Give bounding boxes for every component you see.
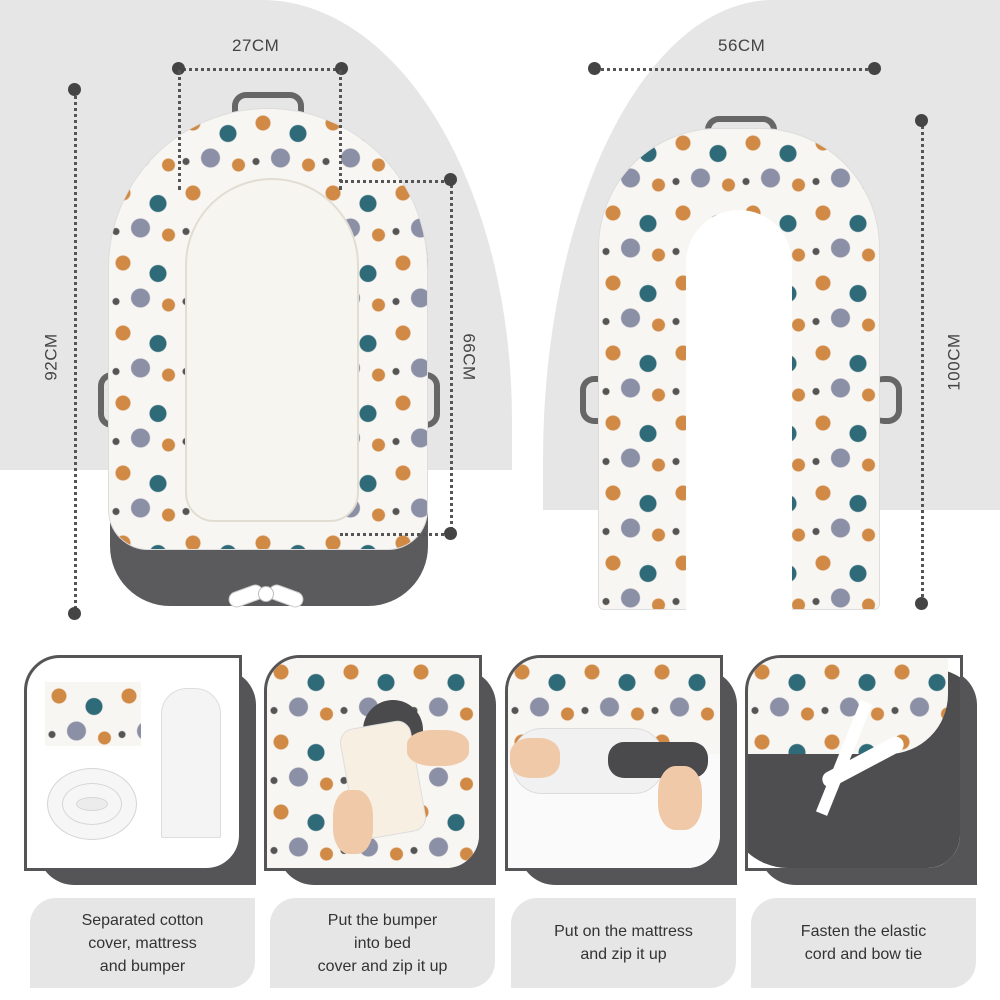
inner-height-label: 66CM <box>459 333 479 381</box>
inner-guide-bottom <box>340 533 450 536</box>
step-1-panel <box>24 655 256 885</box>
dimension-endpoint <box>68 607 81 620</box>
step-2-caption-text: Put the bumper into bed cover and zip it… <box>317 911 448 975</box>
dimension-endpoint <box>915 114 928 127</box>
bumper-gap <box>686 210 792 610</box>
step-3-caption-text: Put on the mattress and zip it up <box>554 923 693 963</box>
step-4-caption: Fasten the elastic cord and bow tie <box>751 898 976 988</box>
dimension-endpoint <box>868 62 881 75</box>
height-label-right: 100CM <box>944 333 964 391</box>
dimension-endpoint <box>915 597 928 610</box>
step-1-caption-text: Separated cotton cover, mattress and bum… <box>81 911 204 975</box>
height-dimension-line <box>921 120 924 603</box>
cotton-cover <box>45 682 141 746</box>
step-3-panel <box>505 655 737 885</box>
height-dimension-line <box>74 90 77 615</box>
inner-guide-top <box>340 180 450 183</box>
step-4-caption-text: Fasten the elastic cord and bow tie <box>800 923 927 963</box>
step-2-caption: Put the bumper into bed cover and zip it… <box>270 898 495 988</box>
width-label-left: 27CM <box>232 36 280 55</box>
step-1-photo <box>24 655 242 871</box>
mattress-area <box>185 178 359 522</box>
dimension-endpoint <box>444 527 457 540</box>
inner-height-line <box>450 180 453 535</box>
width-dimension-line <box>594 68 874 71</box>
width-guide-line <box>339 70 342 190</box>
step-1-caption: Separated cotton cover, mattress and bum… <box>30 898 255 988</box>
hand <box>333 790 373 854</box>
width-label-right: 56CM <box>718 36 766 55</box>
carry-handle-left <box>580 376 612 424</box>
mattress <box>161 688 221 838</box>
step-2-panel <box>264 655 496 885</box>
dimension-endpoint <box>335 62 348 75</box>
hand <box>407 730 469 766</box>
hand <box>658 766 702 830</box>
bow-tie <box>226 568 306 620</box>
width-dimension-line <box>178 68 341 71</box>
hand <box>510 738 560 778</box>
dimension-endpoint <box>68 83 81 96</box>
width-guide-line <box>178 70 181 190</box>
rolled-bumper <box>47 768 137 840</box>
carry-handle-right <box>870 376 902 424</box>
step-3-photo <box>505 655 723 871</box>
step-2-photo <box>264 655 482 871</box>
dimension-endpoint <box>444 173 457 186</box>
dimension-endpoint <box>588 62 601 75</box>
step-4-photo <box>745 655 963 871</box>
step-3-caption: Put on the mattress and zip it up <box>511 898 736 988</box>
dimension-endpoint <box>172 62 185 75</box>
carry-handle-top <box>232 92 304 128</box>
height-label-left: 92CM <box>41 333 61 381</box>
step-4-panel <box>745 655 977 885</box>
